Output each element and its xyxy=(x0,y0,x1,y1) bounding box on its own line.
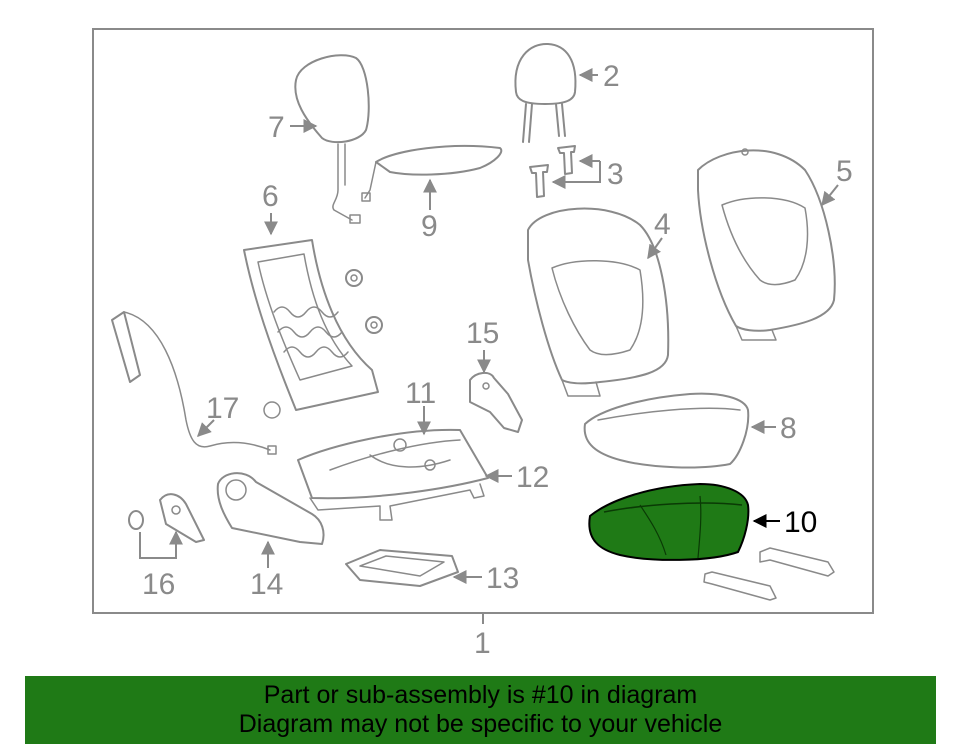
part-2-headrest[interactable] xyxy=(514,42,577,143)
callout-14: 14 xyxy=(250,568,283,601)
callout-12: 12 xyxy=(516,461,549,494)
banner-line-1: Part or sub-assembly is #10 in diagram xyxy=(263,681,698,709)
part-14-side-shield[interactable] xyxy=(216,472,325,545)
callout-4: 4 xyxy=(654,208,671,241)
wire-brackets[interactable] xyxy=(703,547,835,601)
part-13-storage-tray[interactable] xyxy=(345,549,459,587)
part-15-bracket[interactable] xyxy=(469,372,523,433)
part-3-headrest-guides[interactable] xyxy=(529,145,576,198)
info-banner: Part or sub-assembly is #10 in diagram D… xyxy=(25,676,936,744)
banner-line-2: Diagram may not be specific to your vehi… xyxy=(238,710,723,738)
callout-11: 11 xyxy=(405,377,436,410)
callout-13: 13 xyxy=(486,562,519,595)
nut-fasteners[interactable] xyxy=(345,269,383,334)
callout-3: 3 xyxy=(607,158,624,191)
callout-7: 7 xyxy=(268,111,285,144)
part-16-trim-covers[interactable] xyxy=(128,493,205,543)
callout-16: 16 xyxy=(142,568,175,601)
callout-8: 8 xyxy=(780,412,797,445)
part-4-seatback-pad[interactable] xyxy=(527,207,670,397)
part-11-12-seat-adjuster[interactable] xyxy=(297,428,489,521)
part-17-cable[interactable] xyxy=(111,311,277,455)
callout-9: 9 xyxy=(421,210,438,243)
callout-1: 1 xyxy=(474,627,491,660)
part-10-cushion-frame-highlighted[interactable] xyxy=(588,482,750,561)
callout-6: 6 xyxy=(262,180,279,213)
callout-17: 17 xyxy=(206,392,239,425)
callout-15: 15 xyxy=(466,317,499,350)
part-8-cushion-pad[interactable] xyxy=(583,392,750,469)
part-5-seatback-cover[interactable] xyxy=(697,148,836,341)
callout-2: 2 xyxy=(603,60,620,93)
part-7-head-module[interactable] xyxy=(294,54,370,224)
callout-5: 5 xyxy=(836,155,853,188)
part-9-sensor-mat[interactable] xyxy=(361,144,503,202)
part-6-seatback-frame[interactable] xyxy=(243,239,379,419)
callout-10: 10 xyxy=(784,506,817,539)
